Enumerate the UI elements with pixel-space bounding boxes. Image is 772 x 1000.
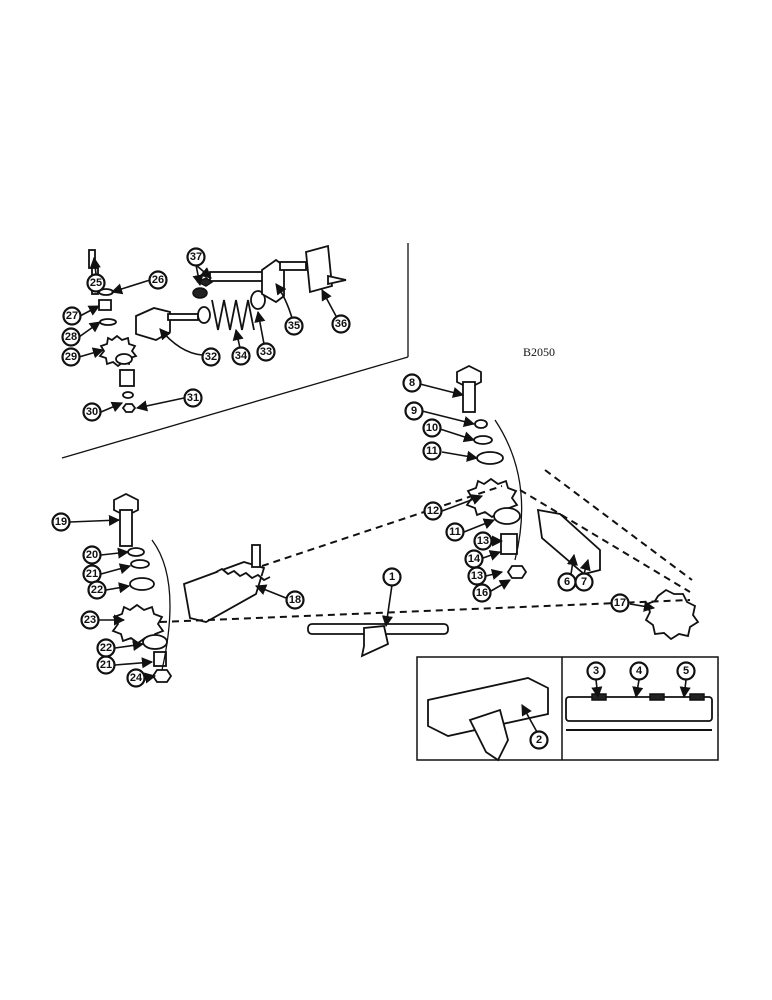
callout-19: 19 [51, 512, 71, 532]
callout-number: 1 [389, 571, 395, 583]
leader-lines [69, 256, 691, 733]
callout-28: 28 [61, 327, 81, 347]
callout-10: 10 [422, 418, 442, 438]
callout-35: 35 [284, 316, 304, 336]
callout-number: 11 [426, 445, 438, 457]
callout-number: 29 [65, 351, 77, 363]
callout-number: 11 [449, 526, 461, 538]
callout-14: 14 [464, 549, 484, 569]
callout-number: 12 [427, 505, 439, 517]
callout-number: 13 [471, 570, 483, 582]
callout-18: 18 [285, 590, 305, 610]
callout-13-lower: 13 [467, 566, 487, 586]
chain-detail-box [416, 656, 719, 762]
callout-1: 1 [382, 567, 402, 587]
callout-number: 25 [90, 277, 102, 289]
callout-number: 14 [468, 553, 481, 565]
callout-number: 20 [86, 549, 98, 561]
callout-17: 17 [610, 593, 630, 613]
callout-number: 31 [187, 392, 199, 404]
callout-13-upper: 13 [473, 531, 493, 551]
callout-number: 6 [564, 576, 570, 588]
callout-number: 27 [66, 310, 78, 322]
callout-number: 5 [683, 665, 689, 677]
callout-16: 16 [472, 583, 492, 603]
callout-2: 2 [529, 730, 549, 750]
callout-21-upper: 21 [82, 564, 102, 584]
callout-number: 17 [614, 597, 626, 609]
callout-11-lower: 11 [445, 522, 465, 542]
callout-number: 37 [190, 251, 202, 263]
callout-number: 13 [477, 535, 489, 547]
callout-number: 3 [593, 665, 599, 677]
callout-33: 33 [256, 342, 276, 362]
callout-6: 6 [557, 572, 577, 592]
callout-8: 8 [402, 373, 422, 393]
callout-7: 7 [574, 572, 594, 592]
callout-22-lower: 22 [96, 638, 116, 658]
callout-number: 22 [100, 642, 112, 654]
callout-number: 21 [86, 568, 98, 580]
callout-number: 30 [86, 406, 98, 418]
callout-number: 9 [411, 405, 417, 417]
callout-30: 30 [82, 402, 102, 422]
callout-number: 4 [636, 665, 643, 677]
callout-number: 19 [55, 516, 67, 528]
callout-number: 21 [100, 659, 112, 671]
callout-21-lower: 21 [96, 655, 116, 675]
callout-24: 24 [126, 668, 146, 688]
callout-9: 9 [404, 401, 424, 421]
callout-5: 5 [676, 661, 696, 681]
callout-number: 16 [476, 587, 488, 599]
drawing-code: B2050 [523, 345, 555, 359]
callout-26: 26 [148, 270, 168, 290]
callout-number: 23 [84, 614, 96, 626]
callout-27: 27 [62, 306, 82, 326]
callout-number: 36 [335, 318, 347, 330]
callout-number: 18 [289, 594, 301, 606]
main-assembly [111, 364, 700, 683]
callout-number: 35 [288, 320, 300, 332]
callout-number: 28 [65, 331, 77, 343]
callout-number: 34 [235, 350, 248, 362]
callout-number: 7 [581, 576, 587, 588]
callout-37: 37 [186, 247, 206, 267]
callout-25: 25 [86, 273, 106, 293]
callout-36: 36 [331, 314, 351, 334]
callout-11-upper: 11 [422, 441, 442, 461]
callout-31: 31 [183, 388, 203, 408]
callout-3: 3 [586, 661, 606, 681]
callout-number: 10 [426, 422, 438, 434]
callout-22-upper: 22 [87, 580, 107, 600]
callout-29: 29 [61, 347, 81, 367]
callout-20: 20 [82, 545, 102, 565]
callout-23: 23 [80, 610, 100, 630]
callout-number: 33 [260, 346, 272, 358]
callout-number: 26 [152, 274, 164, 286]
callout-number: 32 [205, 351, 217, 363]
callout-12: 12 [423, 501, 443, 521]
callout-number: 22 [91, 584, 103, 596]
callout-32: 32 [201, 347, 221, 367]
callout-number: 24 [130, 672, 143, 684]
callout-4: 4 [629, 661, 649, 681]
callout-number: 8 [409, 377, 415, 389]
callout-number: 2 [536, 734, 542, 746]
idler-inset-panel [61, 243, 409, 459]
callout-34: 34 [231, 346, 251, 366]
